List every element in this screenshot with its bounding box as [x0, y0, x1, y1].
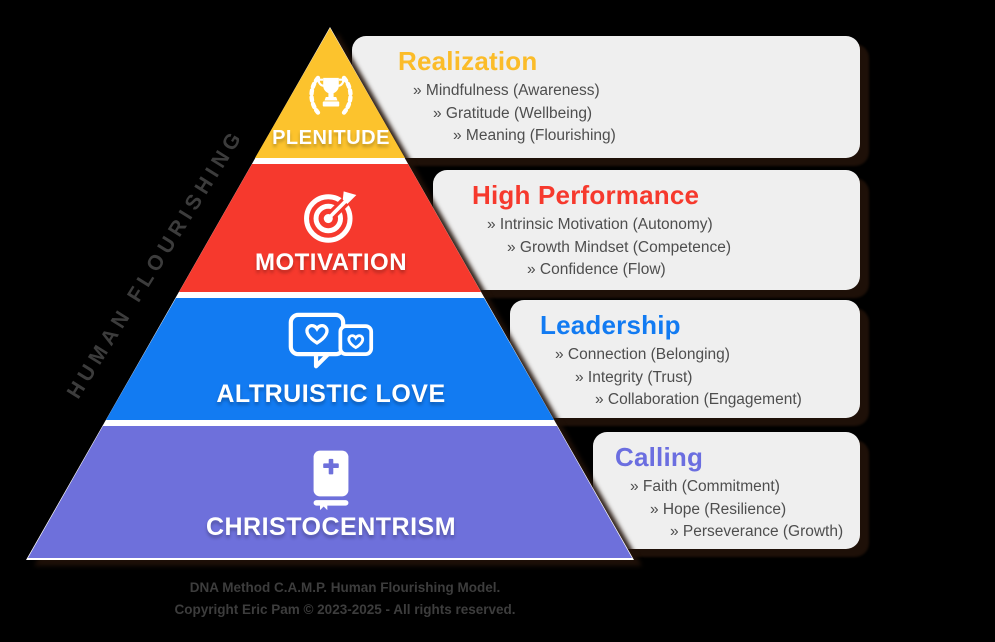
list-item: » Connection (Belonging) [555, 346, 730, 363]
level-label-christocentrism: CHRISTOCENTRISM [205, 513, 457, 541]
panel-items: » Mindfulness (Awareness) » Gratitude (W… [352, 80, 860, 148]
panel-leadership: Leadership » Connection (Belonging) » In… [510, 300, 860, 418]
list-item: » Intrinsic Motivation (Autonomy) [487, 216, 713, 233]
panel-high-performance: High Performance » Intrinsic Motivation … [433, 170, 860, 290]
panel-items: » Connection (Belonging) » Integrity (Tr… [510, 344, 860, 412]
side-caption: HUMAN FLOURISHING [62, 124, 249, 403]
panel-items: » Faith (Commitment) » Hope (Resilience)… [593, 476, 860, 544]
footer-copyright-line: Copyright Eric Pam © 2023-2025 - All rig… [174, 602, 516, 617]
bible-icon [309, 448, 353, 511]
panel-heading-leadership: Leadership [540, 310, 681, 340]
list-item: » Faith (Commitment) [630, 478, 780, 495]
level-label-altruistic-love: ALTRUISTIC LOVE [216, 380, 446, 408]
panel-heading-realization: Realization [398, 46, 538, 76]
list-item: » Collaboration (Engagement) [595, 391, 802, 408]
list-item: » Hope (Resilience) [650, 500, 787, 518]
list-item: » Growth Mindset (Competence) [507, 238, 731, 256]
trophy-laurel-icon [305, 68, 357, 126]
chat-hearts-icon [288, 312, 374, 372]
list-item: » Confidence (Flow) [527, 261, 666, 278]
list-item: » Integrity (Trust) [575, 368, 693, 386]
panel-heading-high-performance: High Performance [472, 180, 700, 210]
level-label-motivation: MOTIVATION [254, 249, 408, 276]
panel-realization: Realization » Mindfulness (Awareness) » … [352, 36, 860, 158]
footer: DNA Method C.A.M.P. Human Flourishing Mo… [145, 577, 545, 621]
list-item: » Meaning (Flourishing) [453, 127, 616, 144]
footer-model-line: DNA Method C.A.M.P. Human Flourishing Mo… [189, 580, 501, 595]
panel-calling: Calling » Faith (Commitment) » Hope (Res… [593, 432, 860, 549]
target-dart-icon [302, 184, 360, 244]
panel-items: » Intrinsic Motivation (Autonomy) » Grow… [433, 214, 860, 282]
list-item: » Mindfulness (Awareness) [413, 82, 600, 99]
list-item: » Gratitude (Wellbeing) [433, 104, 593, 122]
panel-heading-calling: Calling [615, 442, 704, 472]
list-item: » Perseverance (Growth) [670, 523, 844, 540]
